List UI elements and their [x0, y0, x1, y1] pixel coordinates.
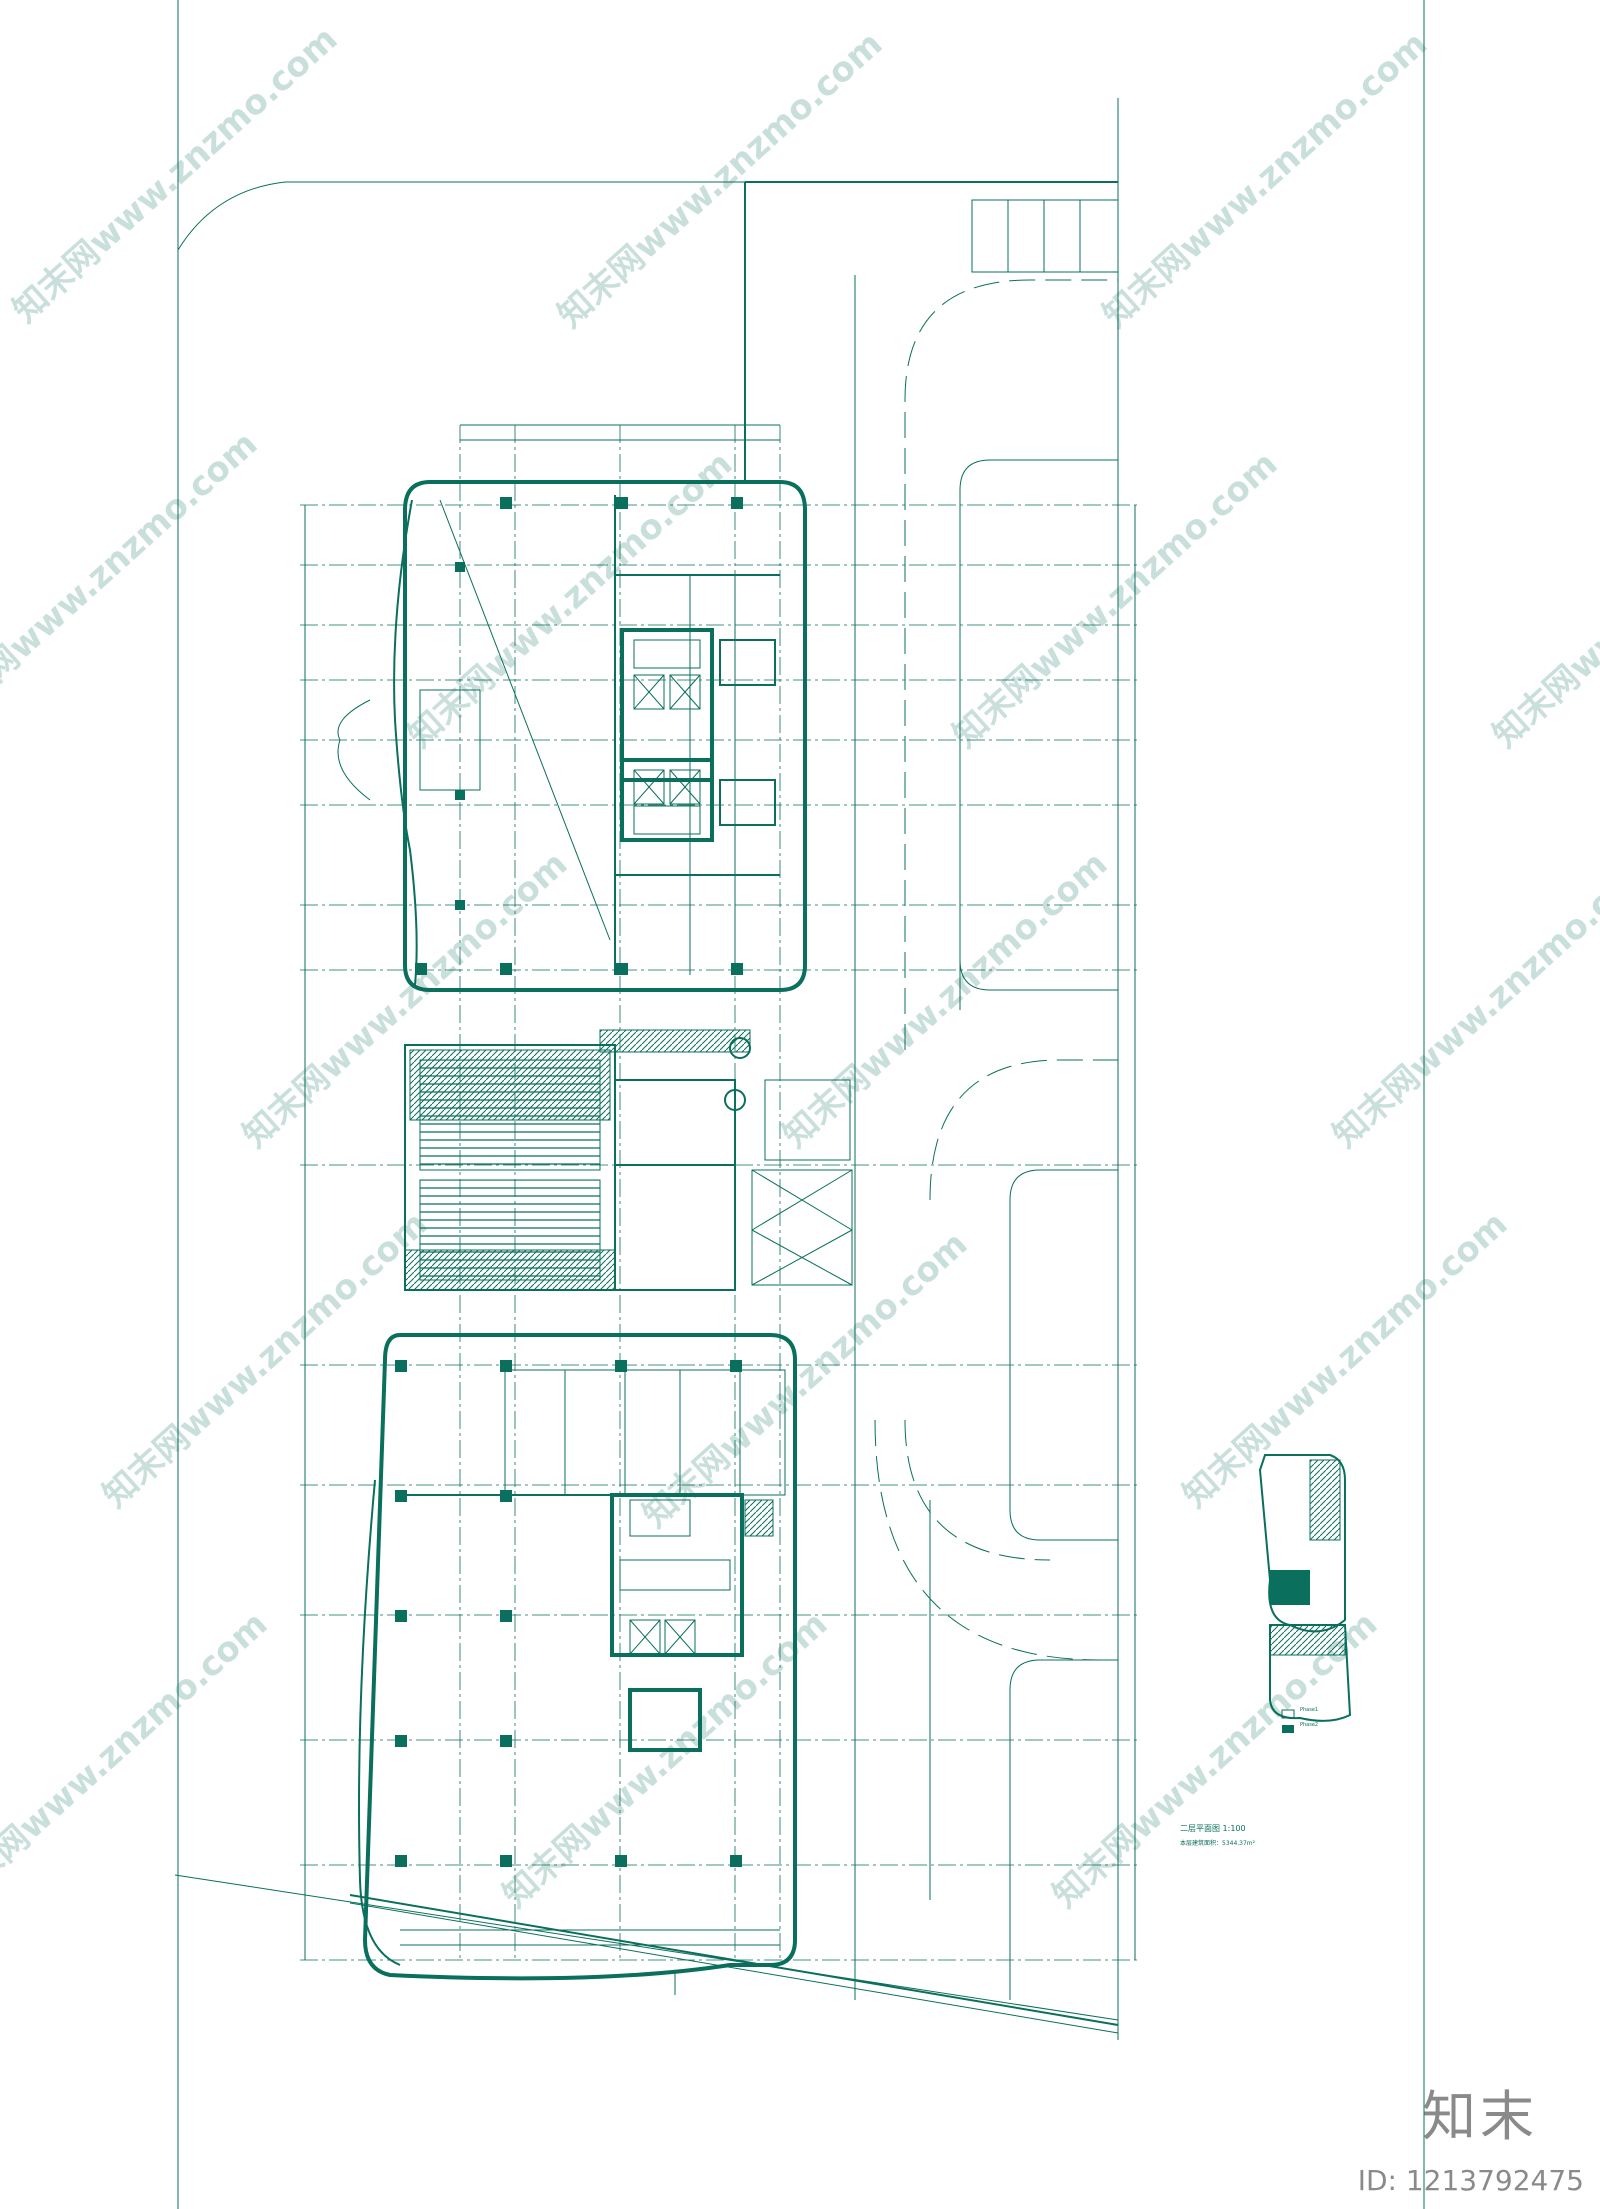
site-boundary-bottom: [174, 1874, 1119, 2034]
drawing-title: 二层平面图 1:100: [1180, 1823, 1246, 1834]
north-core: [620, 628, 776, 842]
driveway: [854, 275, 1118, 2000]
dimension-lines: [304, 424, 1136, 1960]
key-plan-inset: [1258, 1454, 1352, 1733]
south-building: [358, 1333, 797, 1981]
inset-legend-item: Phase2: [1300, 1722, 1319, 1728]
drawing-scale: 1:100: [1222, 1824, 1246, 1833]
inset-legend-item: Phase1: [1300, 1707, 1319, 1713]
site-boundary-top: [177, 181, 745, 251]
brand-logo: 知末: [1422, 2085, 1538, 2148]
columns: [415, 497, 743, 975]
parking-stalls-top: [971, 199, 1119, 273]
drawing-title-text: 二层平面图: [1180, 1824, 1220, 1833]
brand-id: ID: 1213792475: [1357, 2164, 1584, 2197]
link-zone: [404, 1029, 853, 1291]
drawing-note: 本层建筑面积：5344.37m²: [1180, 1840, 1256, 1847]
north-building: [337, 480, 807, 992]
